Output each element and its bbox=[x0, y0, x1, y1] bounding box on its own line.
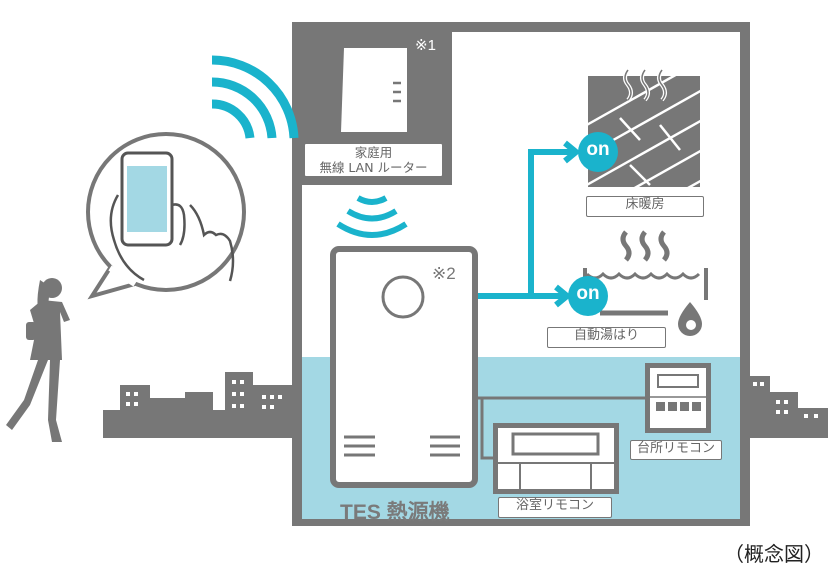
city-left-icon bbox=[103, 372, 293, 438]
kitchen-remote-icon bbox=[645, 363, 711, 433]
router-note: ※1 bbox=[415, 37, 436, 54]
smartphone-bubble bbox=[86, 132, 246, 300]
bath-remote-icon bbox=[493, 423, 619, 494]
kitchen-remote-label: 台所リモコン bbox=[630, 440, 722, 460]
router-label-line1: 家庭用 bbox=[354, 145, 393, 160]
auto-bath-label: 自動湯はり bbox=[547, 327, 666, 348]
heat-source-note: ※2 bbox=[432, 264, 456, 283]
wifi-small-icon bbox=[336, 195, 408, 238]
city-right-icon bbox=[748, 376, 828, 438]
heat-source-title: TES 熱源機 bbox=[340, 501, 450, 524]
person-icon bbox=[6, 278, 70, 442]
control-arrows bbox=[478, 140, 581, 308]
floor-heating-on-badge bbox=[578, 132, 618, 172]
floor-heating-icon bbox=[588, 68, 700, 187]
router-icon bbox=[341, 48, 407, 132]
auto-bath-on-badge bbox=[568, 276, 608, 316]
caption: （概念図） bbox=[724, 542, 824, 566]
floor-heating-label: 床暖房 bbox=[586, 196, 704, 217]
heat-source-unit bbox=[330, 246, 478, 488]
wifi-large-icon bbox=[211, 55, 299, 139]
remote-wiring bbox=[478, 396, 647, 460]
bath-remote-label: 浴室リモコン bbox=[498, 497, 612, 518]
router-label: 家庭用 無線 LAN ルーター bbox=[304, 143, 443, 177]
auto-bath-status: on bbox=[576, 283, 600, 304]
floor-heating-status: on bbox=[586, 139, 610, 160]
router-label-line2: 無線 LAN ルーター bbox=[319, 160, 428, 175]
